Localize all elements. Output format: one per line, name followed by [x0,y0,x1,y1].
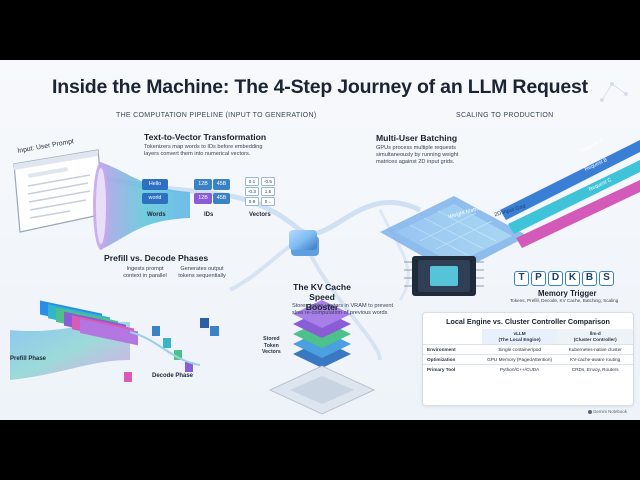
kv-cache-desc-line-1: Stores token vectors in VRAM to prevent [292,303,394,309]
memory-trigger-subtitle: Tokens, Prefill, Decode, KV Cache, Batch… [510,298,619,303]
document-icon [13,149,105,233]
comparison-title: Local Engine vs. Cluster Controller Comp… [446,317,610,326]
comparison-panel: Local Engine vs. Cluster Controller Comp… [422,312,634,406]
memory-key-t: T [514,271,529,286]
row-value-vllm: Python/C++/CUDA [481,364,558,375]
prefill-decode-title: Prefill vs. Decode Phases [104,253,209,263]
batching-desc-line-3: matrices against 2D input grids. [376,159,455,166]
table-header-row: vLLM (The Local Engine) llm-d (Cluster C… [423,329,633,345]
scaling-section-header: SCALING TO PRODUCTION [456,112,554,119]
kv-cache-title-line-2: Speed Booster [305,292,339,312]
vector-cell: -0.5 [261,177,275,186]
text-to-vector-title: Text-to-Vector Transformation [144,132,267,142]
row-value-llm-d: Kubernetes-native cluster [557,344,633,355]
infographic-poster: Inside the Machine: The 4-Step Journey o… [0,60,640,420]
vector-cell: 0.9 [245,197,259,206]
memory-key-s: S [599,271,614,286]
memory-key-d: D [548,271,563,286]
watermark-text: Gemini Notebook [593,409,627,414]
id-chip-2: 45B [213,179,230,190]
batching-desc: GPUs process multiple requests simultane… [376,145,458,166]
word-chip-1: Hello [142,179,168,190]
kv-cache-title: The KV Cache Speed Booster [292,282,352,312]
flow-diagram-graphics [10,82,640,415]
gpu-icon [380,196,528,296]
stored-label-line-2: Token [263,342,279,349]
vector-cell: -0.3 [245,187,259,196]
request-ribbons [500,140,640,248]
prefill-stack-graphic [10,300,219,382]
ids-column-label: IDs [204,212,214,218]
watermark-icon [588,409,592,414]
memory-key-p: P [531,271,546,286]
row-value-llm-d: CRDs, Envoy, Routers [557,364,633,375]
watermark: Gemini Notebook [588,409,627,414]
table-row: Primary Tool Python/C++/CUDA CRDs, Envoy… [423,364,633,375]
row-value-llm-d: KV-cache-aware routing [557,354,633,365]
word-chip-2: world [142,193,168,204]
stored-token-vectors-label: Stored Token Vectors [262,336,281,356]
connector-chip-icon [289,230,319,256]
batching-desc-line-1: GPUs process multiple requests [376,145,456,151]
table-header-llm-d: llm-d (Cluster Controller) [557,329,633,345]
memory-trigger-title: Memory Trigger [538,289,597,298]
table-row: Optimization GPU Memory (PagedAttention)… [423,354,633,365]
row-label: Environment [423,344,482,355]
text-to-vector-desc-2: layers convert them into numerical vecto… [144,151,251,157]
id-chip-3: 12B [194,193,212,204]
table-row: Environment Single container/pod Kuberne… [423,344,633,355]
stored-label-line-1: Stored [263,336,280,342]
prefill-desc: Ingests prompt context in parallel [116,266,174,280]
vector-cell: 0.1 [245,177,259,186]
decode-desc: Generates output tokens sequentially [172,266,232,280]
funnel-icon [93,162,190,250]
row-label: Primary Tool [423,364,482,375]
decode-phase-label: Decode Phase [152,373,194,379]
table-header-empty [423,329,482,345]
words-column-label: Words [147,212,166,218]
kv-cache-title-line-1: The KV Cache [293,282,351,292]
row-label: Optimization [423,354,482,365]
stored-label-line-3: Vectors [262,349,281,355]
row-value-vllm: GPU Memory (PagedAttention) [481,354,558,365]
network-icon [600,82,628,102]
decode-desc-line-1: Generates output [180,266,224,272]
kv-cache-stack-graphic [268,300,376,415]
kv-cache-desc: Stores token vectors in VRAM to prevent … [292,303,393,317]
vllm-header-line-2: (The Local Engine) [498,336,541,342]
batching-title: Multi-User Batching [376,133,458,143]
vector-cell: 1.5 [261,187,275,196]
batching-desc-line-2: simultaneously by running weight [376,152,459,159]
memory-key-b: B [582,271,597,286]
decode-desc-line-2: tokens sequentially [178,273,226,280]
table-header-vllm: vLLM (The Local Engine) [481,329,558,345]
page-title: Inside the Machine: The 4-Step Journey o… [52,76,588,98]
memory-key-k: K [565,271,580,286]
prefill-desc-line-2: context in parallel [123,273,167,280]
comparison-table: vLLM (The Local Engine) llm-d (Cluster C… [423,329,633,375]
row-value-vllm: Single container/pod [481,344,558,355]
vllm-header-line-1: vLLM [513,331,526,336]
id-chip-1: 12B [194,179,212,190]
llm-d-header-line-2: (Cluster Controller) [573,336,617,342]
kv-cache-desc-line-2: slow re-computation of previous words [292,310,388,317]
pipeline-section-header: THE COMPUTATION PIPELINE (INPUT TO GENER… [116,112,317,119]
vector-cell: 0... [261,197,275,206]
text-to-vector-desc-1: Tokenizers map words to IDs before embed… [144,144,263,150]
prefill-phase-label: Prefill Phase [10,356,47,362]
prefill-desc-line-1: Ingests prompt [126,266,164,272]
llm-d-header-line-1: llm-d [589,331,601,336]
vectors-column-label: Vectors [249,212,271,218]
id-chip-4: 45B [213,193,230,204]
